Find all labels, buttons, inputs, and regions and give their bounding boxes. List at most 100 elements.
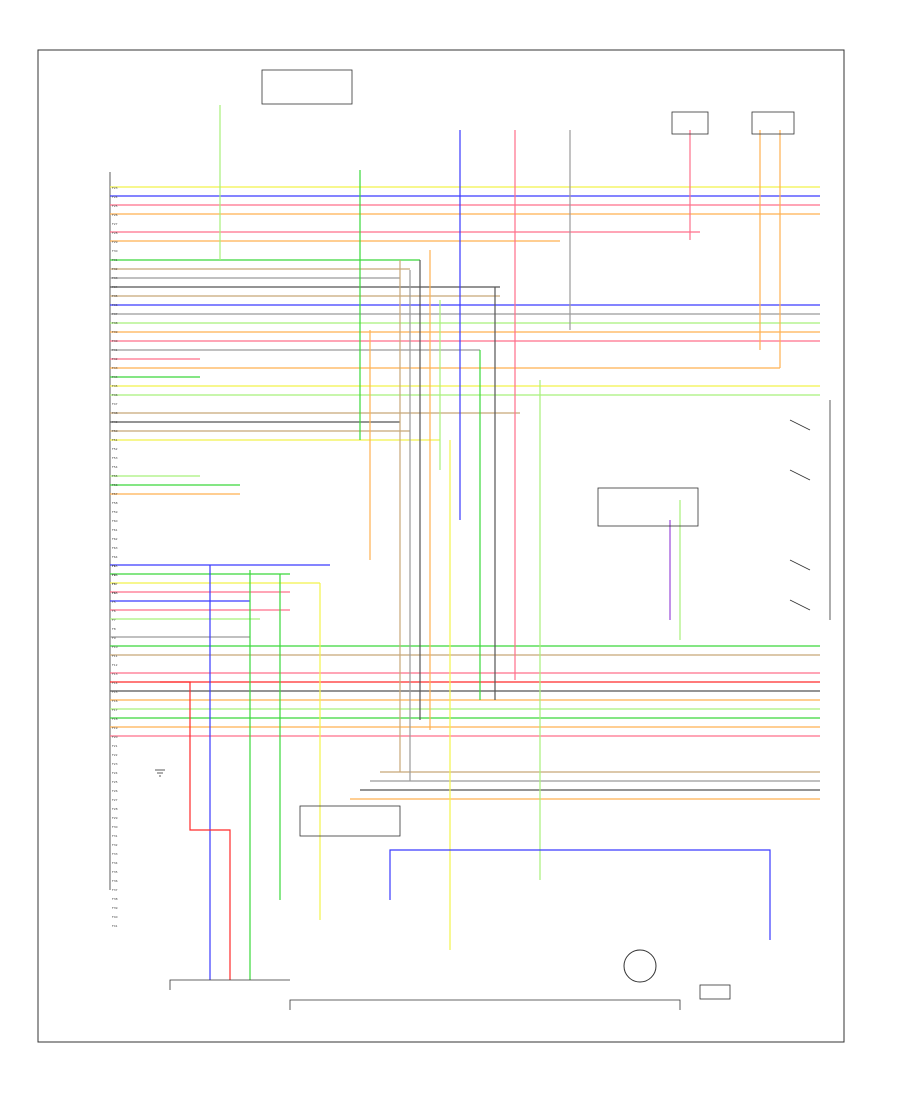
pin-label: F28 xyxy=(112,231,118,235)
pin-label: F23 xyxy=(112,186,118,190)
pin-label: F24 xyxy=(112,771,118,775)
pin-label: F55 xyxy=(112,474,118,478)
pin-label: F45 xyxy=(112,384,118,388)
pin-label: F35 xyxy=(112,294,118,298)
sensor-connector-top-right-a xyxy=(671,111,709,135)
ground-symbols xyxy=(155,769,165,777)
pin-label: F47 xyxy=(112,402,118,406)
pin-label: F34 xyxy=(112,285,118,289)
pin-label: F27 xyxy=(112,222,118,226)
pin-label: F13 xyxy=(112,672,118,676)
pin-label: F23 xyxy=(112,762,118,766)
upper-harness-wires xyxy=(110,186,820,495)
bottom-harness-box xyxy=(299,805,401,837)
pin-label: F40 xyxy=(112,339,118,343)
pin-labels-lower: F1F2F3F4F5F6F7F8F9F10F11F12F13F14F15F16F… xyxy=(112,564,118,928)
pin-label: F21 xyxy=(112,744,118,748)
red-wire xyxy=(160,681,231,980)
pin-label: F33 xyxy=(112,276,118,280)
pin-label: F52 xyxy=(112,447,118,451)
pin-label: F1 xyxy=(112,564,116,568)
pin-label: F56 xyxy=(112,483,118,487)
lower-harness-wires xyxy=(110,564,820,800)
pin-label: F44 xyxy=(112,375,118,379)
pin-label: F4 xyxy=(112,591,116,595)
pin-label: F60 xyxy=(112,519,118,523)
pin-label: F35 xyxy=(112,870,118,874)
pin-label: F46 xyxy=(112,393,118,397)
pin-label: F36 xyxy=(112,303,118,307)
pin-label: F41 xyxy=(112,924,118,928)
pin-label: F39 xyxy=(112,906,118,910)
sensor-connector-top-right-b xyxy=(751,111,795,135)
pin-label: F37 xyxy=(112,312,118,316)
pin-label: F43 xyxy=(112,366,118,370)
pin-label: F27 xyxy=(112,798,118,802)
pin-label: F9 xyxy=(112,636,116,640)
pin-label: F42 xyxy=(112,357,118,361)
pin-label: F24 xyxy=(112,195,118,199)
bottom-bracket xyxy=(289,999,681,1010)
pin-label: F67 xyxy=(112,582,118,586)
pin-labels-upper: F23F24F25F26F27F28F29F30F31F32F33F34F35F… xyxy=(112,186,118,595)
pin-label: F29 xyxy=(112,240,118,244)
pin-label: F15 xyxy=(112,690,118,694)
pin-label: F33 xyxy=(112,852,118,856)
vertical-wires xyxy=(209,105,781,980)
pin-label: F32 xyxy=(112,843,118,847)
pin-label: F66 xyxy=(112,573,118,577)
pin-label: F3 xyxy=(112,582,116,586)
switch-module-right xyxy=(597,487,699,527)
pin-label: F7 xyxy=(112,618,116,622)
pin-label: F53 xyxy=(112,456,118,460)
switch-contacts xyxy=(789,400,831,620)
pin-label: F6 xyxy=(112,609,116,613)
pin-label: F18 xyxy=(112,717,118,721)
pin-label: F68 xyxy=(112,591,118,595)
bottom-left-bracket xyxy=(169,979,290,990)
pin-label: F28 xyxy=(112,807,118,811)
top-relay-box xyxy=(261,69,353,105)
pin-label: F22 xyxy=(112,753,118,757)
pin-label: F25 xyxy=(112,204,118,208)
pin-label: F26 xyxy=(112,789,118,793)
pin-label: F40 xyxy=(112,915,118,919)
pin-label: F14 xyxy=(112,681,118,685)
pin-label: F36 xyxy=(112,879,118,883)
pin-label: F31 xyxy=(112,258,118,262)
bottom-right-sensor xyxy=(699,984,731,1000)
pin-label: F19 xyxy=(112,726,118,730)
pin-label: F51 xyxy=(112,438,118,442)
pin-label: F34 xyxy=(112,861,118,865)
pin-label: F59 xyxy=(112,510,118,514)
pin-label: F41 xyxy=(112,348,118,352)
pin-label: F64 xyxy=(112,555,118,559)
pin-label: F61 xyxy=(112,528,118,532)
pin-label: F62 xyxy=(112,537,118,541)
pin-label: F25 xyxy=(112,780,118,784)
pin-label: F31 xyxy=(112,834,118,838)
pin-label: F30 xyxy=(112,249,118,253)
pin-label: F12 xyxy=(112,663,118,667)
pin-label: F26 xyxy=(112,213,118,217)
pin-label: F8 xyxy=(112,627,116,631)
pin-label: F37 xyxy=(112,888,118,892)
pin-label: F5 xyxy=(112,600,116,604)
pin-label: F20 xyxy=(112,735,118,739)
motor-symbol xyxy=(623,949,657,983)
pin-label: F48 xyxy=(112,411,118,415)
diagram-border xyxy=(37,49,845,1043)
pin-label: F16 xyxy=(112,699,118,703)
pin-label: F54 xyxy=(112,465,118,469)
pin-label: F63 xyxy=(112,546,118,550)
blue-loop-wire xyxy=(389,849,771,940)
pin-label: F29 xyxy=(112,816,118,820)
pin-label: F10 xyxy=(112,645,118,649)
pin-label: F32 xyxy=(112,267,118,271)
pin-label: F57 xyxy=(112,492,118,496)
pin-label: F38 xyxy=(112,897,118,901)
pin-label: F17 xyxy=(112,708,118,712)
pin-label: F58 xyxy=(112,501,118,505)
pin-label: F38 xyxy=(112,321,118,325)
